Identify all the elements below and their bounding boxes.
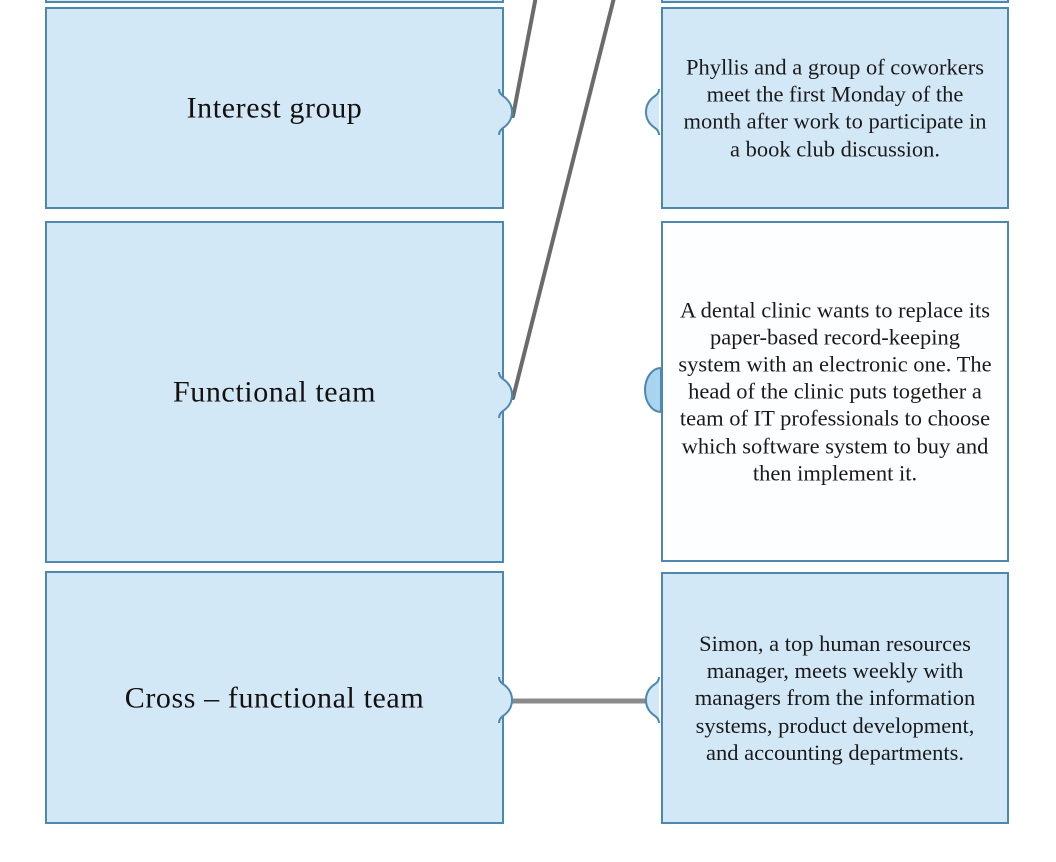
left-card-functional-team-label: Functional team [172, 375, 377, 409]
right-card-book-club[interactable]: Phyllis and a group of coworkers meet th… [661, 7, 1009, 209]
right-card-hr-manager[interactable]: Simon, a top human resources manager, me… [661, 572, 1009, 824]
left-card-partial-above [45, 0, 504, 3]
right-card-dental-clinic[interactable]: A dental clinic wants to replace its pap… [661, 221, 1009, 562]
left-card-cross-functional-team-label: Cross – functional team [124, 681, 425, 714]
connection-interest-group-line [511, 0, 538, 118]
right-card-dental-clinic-text: A dental clinic wants to replace its pap… [678, 297, 992, 486]
left-card-interest-group-label: Interest group [186, 91, 363, 125]
right-card-partial-above [661, 0, 1009, 3]
right-card-hr-manager-text: Simon, a top human resources manager, me… [694, 630, 976, 765]
left-card-functional-team[interactable]: Functional team [45, 221, 504, 563]
right-card-book-club-text: Phyllis and a group of coworkers meet th… [683, 54, 987, 162]
left-card-cross-functional-team[interactable]: Cross – functional team [45, 571, 504, 824]
connection-functional-team-line [511, 0, 616, 400]
left-card-interest-group[interactable]: Interest group [45, 7, 504, 209]
